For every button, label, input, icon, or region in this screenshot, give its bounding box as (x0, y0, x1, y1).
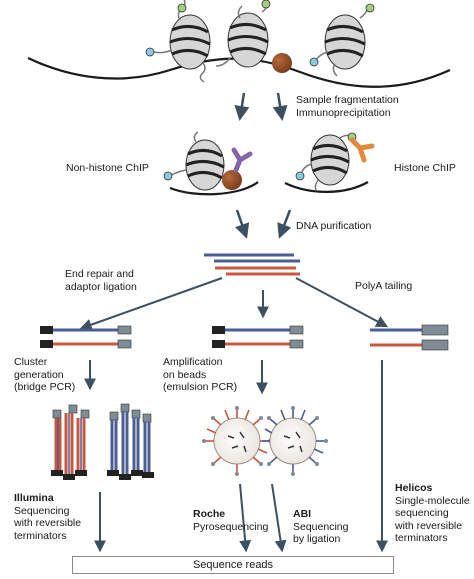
nucleosome-1 (145, 0, 211, 83)
label-abi: ABI Sequencing by ligation (293, 508, 349, 545)
bridge-pcr-cluster-blue (107, 403, 154, 480)
left-ligated-fragments (40, 325, 132, 349)
arrow-branch-left (79, 277, 223, 331)
arrow-roche-to-reads (239, 483, 252, 553)
label-non-histone-chip: Non-histone ChIP (66, 162, 149, 174)
purified-dna-strands (204, 253, 300, 276)
label-sample-fragmentation: Sample fragmentation Immunoprecipitation (296, 94, 399, 119)
arrow-left-fragment (234, 92, 250, 121)
bridge-pcr-cluster-red (51, 404, 90, 480)
label-amplification-beads: Amplification on beads (emulsion PCR) (163, 356, 238, 393)
arrow-right-fragment (272, 92, 288, 121)
arrow-left-purification (234, 209, 250, 239)
center-ligated-fragments (212, 325, 304, 349)
arrow-abi-to-reads (271, 483, 287, 553)
non-histone-chip-fragment (163, 131, 259, 196)
label-helicos: Helicos Single-molecule sequencing with … (395, 482, 470, 544)
label-dna-purification: DNA purification (296, 220, 372, 232)
label-histone-chip: Histone ChIP (394, 162, 456, 174)
arrow-branch-right (295, 277, 389, 328)
histone-chip-fragment (284, 132, 375, 193)
label-end-repair: End repair and adaptor ligation (65, 268, 137, 293)
dna-binding-protein (272, 53, 292, 73)
nucleosome-2 (215, 0, 271, 68)
label-polya-tailing: PolyA tailing (355, 280, 413, 292)
label-illumina: Illumina Sequencing with reversible term… (14, 492, 82, 542)
emulsion-bead-1 (202, 406, 272, 476)
purple-antibody (231, 147, 253, 173)
arrow-right-purification (277, 209, 292, 239)
right-polya-fragments (370, 324, 449, 351)
label-cluster-generation: Cluster generation (bridge PCR) (14, 356, 76, 393)
nucleosome-3 (309, 3, 375, 77)
orange-antibody (349, 137, 375, 163)
sequence-reads-box: Sequence reads (72, 556, 394, 574)
top-chromatin (27, 0, 451, 88)
label-roche: Roche Pyrosequencing (193, 508, 269, 533)
emulsion-bead-2 (262, 406, 328, 476)
